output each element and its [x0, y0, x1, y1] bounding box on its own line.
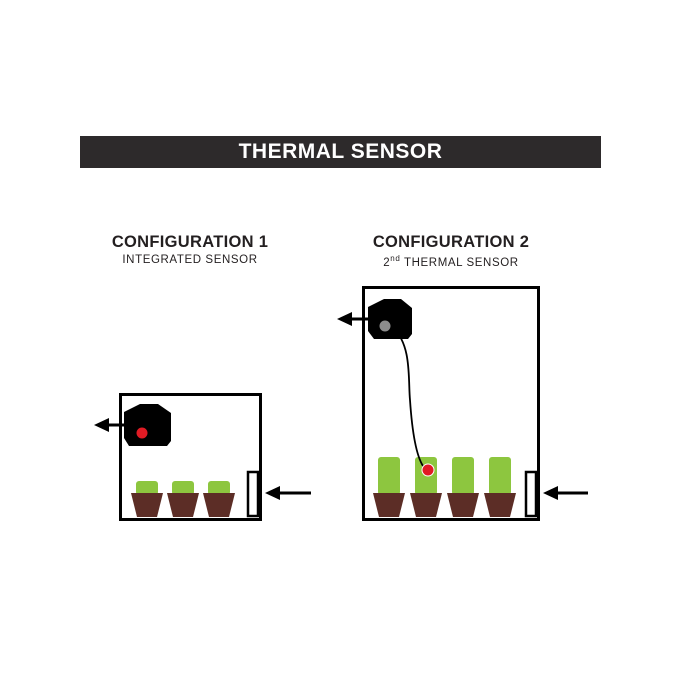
integrated-sensor-dot — [136, 427, 148, 439]
configuration-2-diagram — [337, 286, 588, 521]
configuration-2-ordinal-suffix: nd — [390, 254, 401, 263]
configuration-2-subtitle: 2nd THERMAL SENSOR — [331, 254, 571, 269]
plant-pot — [167, 493, 199, 517]
intake-vent — [524, 470, 538, 518]
second-thermal-sensor-dot — [421, 463, 435, 477]
banner-title: THERMAL SENSOR — [238, 140, 443, 163]
plant — [172, 481, 194, 495]
configuration-2-heading: CONFIGURATION 2 — [372, 233, 530, 251]
configuration-1-diagram — [94, 393, 311, 521]
plant — [378, 457, 400, 495]
plant-pot — [203, 493, 235, 517]
plant — [136, 481, 158, 495]
controller-device — [124, 404, 171, 446]
sensor-cable — [392, 327, 424, 467]
configuration-2-ordinal-number: 2 — [383, 256, 391, 269]
controller-sensor-port — [379, 320, 391, 332]
grow-tent-frame — [362, 286, 540, 521]
plant-pot — [484, 493, 516, 517]
controller-device — [368, 299, 412, 339]
plant-pot — [131, 493, 163, 517]
intake-vent — [246, 470, 260, 518]
plant — [489, 457, 511, 495]
plant — [208, 481, 230, 495]
air-out-arrowhead — [94, 418, 109, 432]
configuration-2-subtitle-text: THERMAL SENSOR — [400, 256, 519, 269]
plant-pot — [410, 493, 442, 517]
title-banner: THERMAL SENSOR — [80, 136, 601, 168]
air-in-arrowhead — [265, 486, 280, 500]
grow-tent-frame — [119, 393, 262, 521]
configuration-1-heading: CONFIGURATION 1 — [111, 233, 269, 251]
air-out-arrowhead — [337, 312, 352, 326]
plant-pot — [447, 493, 479, 517]
plant — [452, 457, 474, 495]
plant-pot — [373, 493, 405, 517]
configuration-1-subtitle: INTEGRATED SENSOR — [122, 254, 258, 266]
air-in-arrowhead — [543, 486, 558, 500]
